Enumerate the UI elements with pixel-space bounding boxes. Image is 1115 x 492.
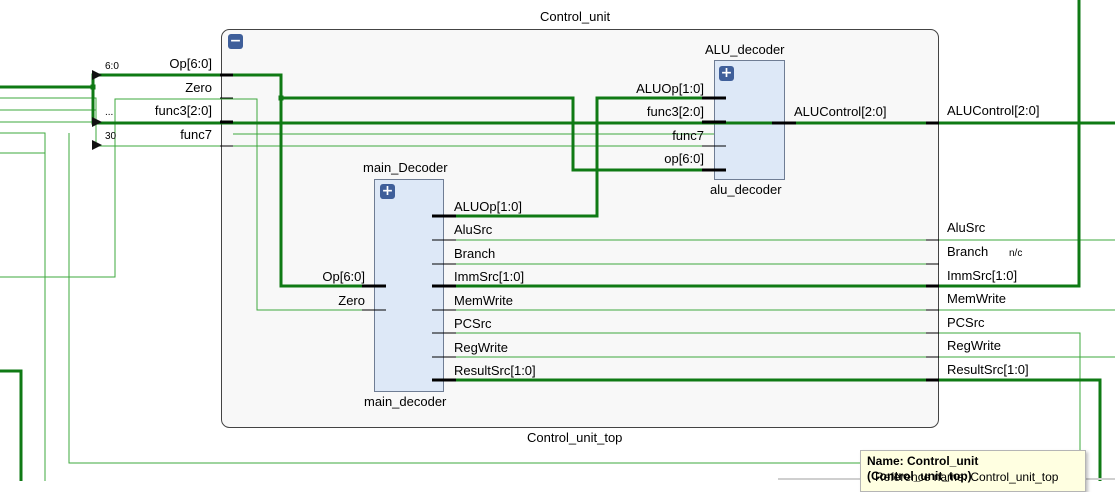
- port-stubs-thin: [220, 97, 939, 358]
- alu-port-func3: func3[2:0]: [646, 104, 704, 119]
- port-func3: func3[2:0]: [154, 103, 212, 118]
- bus-ripper-label: 30: [105, 131, 117, 142]
- main-port-zero: Zero: [338, 293, 365, 308]
- thin-nets: [0, 97, 1115, 481]
- port-branch: Branch: [947, 244, 989, 259]
- tooltip-reference: Reference name: Control_unit_top: [875, 470, 1059, 484]
- main-decoder-instance-label: main_Decoder: [363, 160, 448, 175]
- alu-port-op: op[6:0]: [664, 151, 704, 166]
- alu-decoder-module-label: alu_decoder: [710, 182, 782, 197]
- port-immsrc: ImmSrc[1:0]: [947, 268, 1018, 283]
- net-junction: [90, 84, 96, 90]
- main-port-immsrc: ImmSrc[1:0]: [454, 269, 525, 284]
- schematic-canvas[interactable]: [0, 0, 1115, 481]
- bus-ripper-arrows: [92, 70, 102, 150]
- main-port-op: Op[6:0]: [322, 269, 365, 284]
- expand-icon[interactable]: +: [719, 65, 734, 81]
- port-alusrc: AluSrc: [947, 220, 986, 235]
- net-junction: [278, 95, 284, 101]
- collapse-icon[interactable]: −: [228, 33, 243, 49]
- port-stubs: [220, 73, 939, 382]
- main-port-branch: Branch: [454, 246, 496, 261]
- port-regwrite: RegWrite: [947, 338, 1001, 353]
- port-op: Op[6:0]: [169, 56, 212, 71]
- alu-port-func7: func7: [672, 128, 704, 143]
- thick-nets: [0, 0, 1115, 481]
- main-port-resultsrc: ResultSrc[1:0]: [454, 363, 536, 378]
- bus-ripper-label: 6:0: [105, 61, 119, 72]
- port-alucontrol: ALUControl[2:0]: [947, 103, 1040, 118]
- main-decoder-module-label: main_decoder: [364, 394, 447, 409]
- bus-ripper-label: ...: [105, 107, 114, 118]
- main-port-memwrite: MemWrite: [454, 293, 513, 308]
- alu-port-aluop: ALUOp[1:0]: [636, 81, 704, 96]
- main-port-alusrc: AluSrc: [454, 222, 493, 237]
- tooltip: Name: Control_unit (Control_unit_top) Re…: [860, 450, 1086, 492]
- control-unit-block[interactable]: [221, 29, 939, 428]
- control-unit-instance-label: Control_unit: [540, 9, 611, 24]
- port-memwrite: MemWrite: [947, 291, 1006, 306]
- alu-port-alucontrol: ALUControl[2:0]: [794, 104, 887, 119]
- expand-icon[interactable]: +: [380, 183, 395, 199]
- port-pcsrc: PCSrc: [947, 315, 985, 330]
- port-zero: Zero: [185, 80, 212, 95]
- tooltip-name: Name: Control_unit (Control_unit_top): [867, 454, 979, 483]
- port-resultsrc: ResultSrc[1:0]: [947, 362, 1029, 377]
- alu-decoder-instance-label: ALU_decoder: [705, 42, 785, 57]
- control-unit-module-label: Control_unit_top: [527, 430, 623, 445]
- main-port-aluop: ALUOp[1:0]: [454, 199, 522, 214]
- branch-nc-label: n/c: [1009, 248, 1023, 259]
- main-port-regwrite: RegWrite: [454, 340, 508, 355]
- main-port-pcsrc: PCSrc: [454, 316, 492, 331]
- port-func7: func7: [180, 127, 212, 142]
